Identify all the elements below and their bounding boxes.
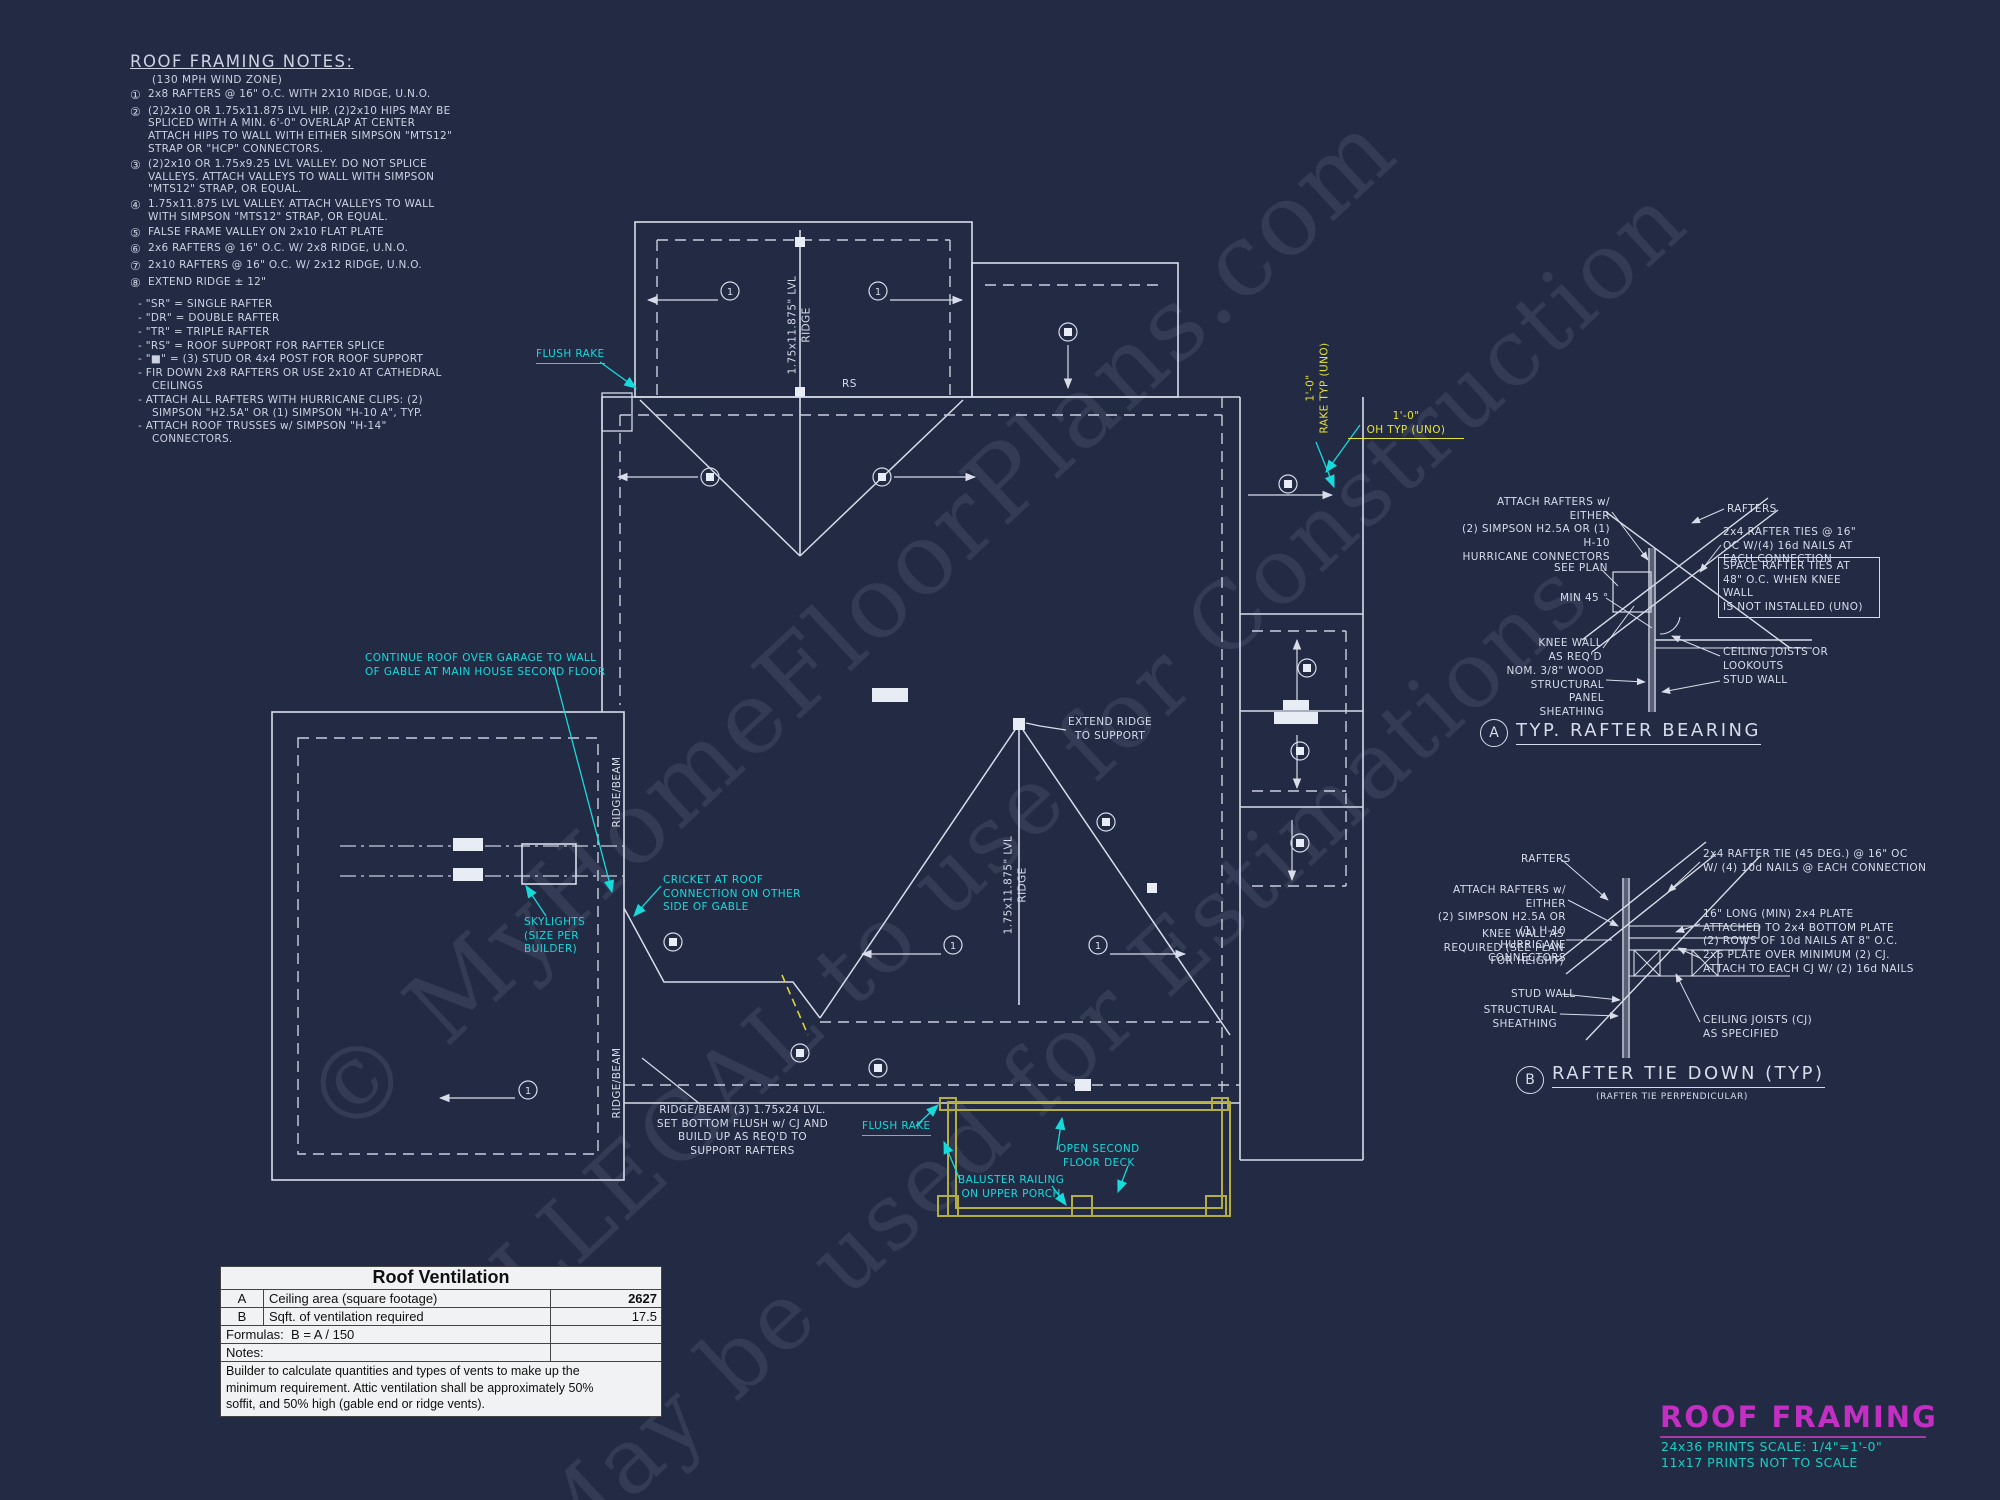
notes-legend: - "SR" = SINGLE RAFTER - "DR" = DOUBLE R…	[130, 298, 460, 446]
legend-item: - "SR" = SINGLE RAFTER	[138, 298, 273, 311]
formula: B = A / 150	[291, 1327, 355, 1342]
label-ridge-beam-1: RIDGE/BEAM	[611, 756, 624, 828]
label-ridge-lvl-mid: 1.75x11.875" LVL RIDGE	[1002, 835, 1028, 935]
note-item: ②(2)2x10 OR 1.75x11.875 LVL HIP. (2)2x10…	[130, 104, 453, 156]
rafter-tag: 1	[950, 941, 956, 952]
detail-b-subtitle: (RAFTER TIE PERPENDICULAR)	[1596, 1092, 1748, 1102]
row-label: Ceiling area (square footage)	[269, 1291, 438, 1306]
legend-item: - ATTACH ALL RAFTERS WITH HURRICANE CLIP…	[138, 393, 423, 419]
notes-title: ROOF FRAMING NOTES:	[130, 52, 354, 71]
detail-a-sheathing: NOM. 3/8" WOOD STRUCTURAL PANEL SHEATHIN…	[1506, 665, 1604, 718]
row-key: B	[221, 1308, 264, 1325]
detail-b-cj: CEILING JOISTS (CJ) AS SPECIFIED	[1703, 1014, 1813, 1040]
notes-row: Notes:	[221, 1344, 661, 1362]
detail-b-title: RAFTER TIE DOWN (TYP)	[1552, 1063, 1825, 1088]
label-rake-typ: 1'-0" RAKE TYP (UNO)	[1304, 342, 1330, 434]
detail-a-stud-wall: STUD WALL	[1723, 674, 1788, 686]
rafter-tag: 1	[875, 287, 881, 298]
label-flush-rake-bottom: FLUSH RAKE	[862, 1120, 931, 1136]
scale-note-2: 11x17 PRINTS NOT TO SCALE	[1661, 1455, 1858, 1470]
roof-framing-notes: ROOF FRAMING NOTES: (130 MPH WIND ZONE) …	[130, 52, 460, 447]
row-label: Sqft. of ventilation required	[269, 1309, 424, 1324]
formulas-row: Formulas: B = A / 150	[221, 1326, 661, 1344]
table-note: Builder to calculate quantities and type…	[226, 1364, 594, 1411]
label-ridge-beam-2: RIDGE/BEAM	[611, 1047, 624, 1119]
label-skylights: SKYLIGHTS (SIZE PER BUILDER)	[524, 916, 586, 956]
detail-a-letter: A	[1480, 719, 1508, 747]
detail-b-rafters: RAFTERS	[1521, 853, 1571, 865]
label-open-deck: OPEN SECOND FLOOR DECK	[1058, 1143, 1140, 1169]
label-baluster-railing: BALUSTER RAILING ON UPPER PORCH	[958, 1174, 1065, 1200]
legend-item: - FIR DOWN 2x8 RAFTERS OR USE 2x10 AT CA…	[138, 367, 442, 393]
label-rs: RS	[842, 378, 857, 390]
detail-b-attach: ATTACH RAFTERS w/ EITHER (2) SIMPSON H2.…	[1437, 884, 1566, 965]
formulas-label: Formulas:	[226, 1327, 284, 1342]
label-ridge-lvl-top: 1.75x11.875" LVL RIDGE	[786, 275, 812, 375]
rafter-tag: 1	[525, 1086, 531, 1097]
detail-b-plate16: 16" LONG (MIN) 2x4 PLATE ATTACHED TO 2x4…	[1703, 908, 1898, 948]
label-flush-rake-top: FLUSH RAKE	[536, 348, 605, 364]
notes-label: Notes:	[226, 1345, 264, 1360]
label-ridge-beam-note: RIDGE/BEAM (3) 1.75x24 LVL. SET BOTTOM F…	[656, 1104, 829, 1157]
row-value: 17.5	[550, 1308, 661, 1325]
detail-a-attach: ATTACH RAFTERS w/ EITHER (2) SIMPSON H2.…	[1462, 496, 1610, 563]
legend-item: - "■" = (3) STUD OR 4x4 POST FOR ROOF SU…	[138, 353, 424, 366]
detail-a-ceiling-joists: CEILING JOISTS OR LOOKOUTS	[1723, 646, 1829, 672]
legend-item: - "RS" = ROOF SUPPORT FOR RAFTER SPLICE	[138, 339, 386, 352]
detail-b-letter: B	[1516, 1066, 1544, 1094]
detail-b-sheathing: STRUCTURAL SHEATHING	[1483, 1004, 1557, 1030]
detail-a-see-plan: SEE PLAN	[1554, 562, 1608, 574]
row-value: 2627	[550, 1290, 661, 1307]
scale-note-1: 24x36 PRINTS SCALE: 1/4"=1'-0"	[1661, 1439, 1883, 1454]
notes-subtitle: (130 MPH WIND ZONE)	[152, 74, 283, 86]
detail-a-knee-wall: KNEE WALL AS REQ'D	[1538, 637, 1602, 663]
detail-b-stud-wall: STUD WALL	[1511, 988, 1576, 1000]
rafter-tag: 1	[727, 287, 733, 298]
detail-a-ties: 2x4 RAFTER TIES @ 16" OC W/(4) 16d NAILS…	[1723, 526, 1857, 566]
detail-b-knee-wall: KNEE WALL AS REQUIRED (SEE PLAN FOR HEIG…	[1443, 928, 1564, 968]
legend-item: - "TR" = TRIPLE RAFTER	[138, 325, 270, 338]
legend-item: - "DR" = DOUBLE RAFTER	[138, 312, 280, 325]
table-row: B Sqft. of ventilation required 17.5	[221, 1308, 661, 1326]
label-cricket: CRICKET AT ROOF CONNECTION ON OTHER SIDE…	[663, 874, 801, 914]
rafter-tag: 1	[1095, 941, 1101, 952]
detail-a-min45: MIN 45 °	[1560, 592, 1609, 604]
detail-a-rafters: RAFTERS	[1727, 503, 1777, 515]
table-title: Roof Ventilation	[221, 1267, 661, 1290]
label-extend-ridge: EXTEND RIDGE TO SUPPORT	[1068, 716, 1153, 742]
sheet-title: ROOF FRAMING	[1660, 1400, 1936, 1438]
roof-ventilation-table: Roof Ventilation A Ceiling area (square …	[220, 1266, 662, 1417]
detail-b-tie45: 2x4 RAFTER TIE (45 DEG.) @ 16" OC W/ (4)…	[1703, 848, 1927, 874]
table-row: A Ceiling area (square footage) 2627	[221, 1290, 661, 1308]
row-key: A	[221, 1290, 264, 1307]
detail-b-plate2x6: 2x6 PLATE OVER MINIMUM (2) CJ. ATTACH TO…	[1703, 949, 1914, 975]
detail-a-space-box: SPACE RAFTER TIES AT 48" O.C. WHEN KNEE …	[1718, 557, 1880, 618]
label-oh-typ: 1'-0" OH TYP (UNO)	[1348, 410, 1464, 440]
note-item: ③(2)2x10 OR 1.75x9.25 LVL VALLEY. DO NOT…	[130, 157, 435, 196]
detail-a-title: TYP. RAFTER BEARING	[1516, 720, 1761, 745]
label-continue-roof: CONTINUE ROOF OVER GARAGE TO WALL OF GAB…	[365, 652, 606, 678]
legend-item: - ATTACH ROOF TRUSSES w/ SIMPSON "H-14" …	[138, 420, 387, 446]
